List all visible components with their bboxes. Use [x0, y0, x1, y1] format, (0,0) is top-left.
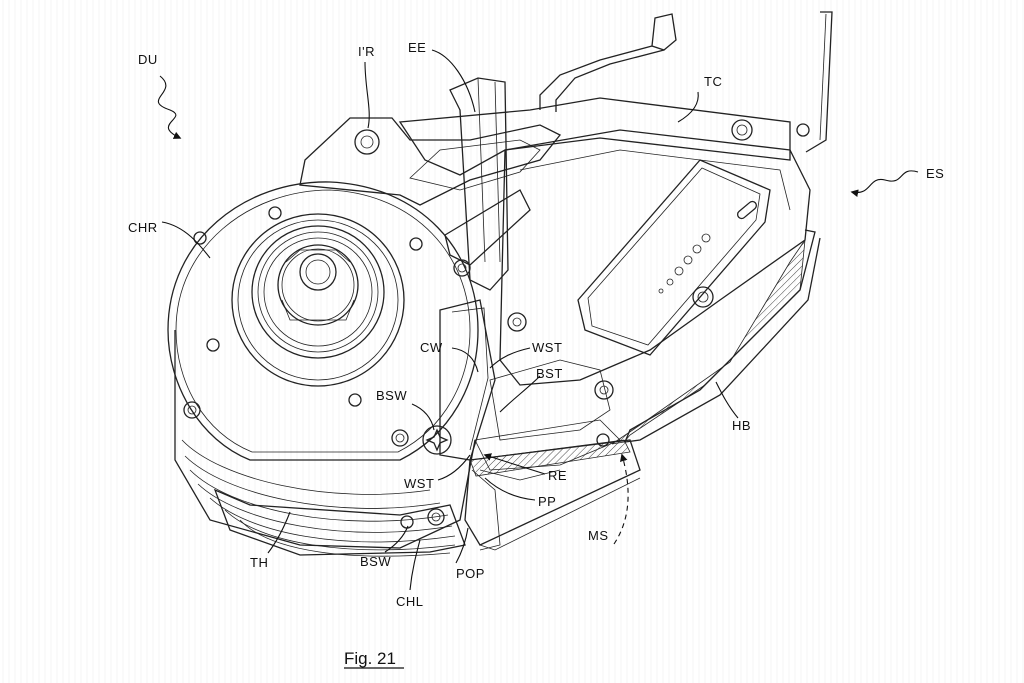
label-pop: POP — [456, 566, 485, 581]
reference-labels: DU I'R EE TC ES CHR CW WST BST BSW WST R… — [128, 40, 944, 609]
label-re: RE — [548, 468, 567, 483]
label-ms: MS — [588, 528, 609, 543]
label-bsw-top: BSW — [376, 388, 407, 403]
label-du: DU — [138, 52, 158, 67]
label-cw: CW — [420, 340, 443, 355]
label-bst: BST — [536, 366, 563, 381]
label-th: TH — [250, 555, 268, 570]
leader-lines — [157, 49, 919, 591]
label-wst-top: WST — [532, 340, 562, 355]
drive-unit-drawing — [167, 11, 833, 557]
label-hb: HB — [732, 418, 751, 433]
label-ee: EE — [408, 40, 426, 55]
label-chl: CHL — [396, 594, 424, 609]
label-pp: PP — [538, 494, 556, 509]
label-ir: I'R — [358, 44, 375, 59]
label-es: ES — [926, 166, 944, 181]
label-bsw-bottom: BSW — [360, 554, 391, 569]
figure-caption: Fig. 21 — [344, 649, 396, 668]
label-wst-bottom: WST — [404, 476, 434, 491]
label-chr: CHR — [128, 220, 158, 235]
label-tc: TC — [704, 74, 722, 89]
